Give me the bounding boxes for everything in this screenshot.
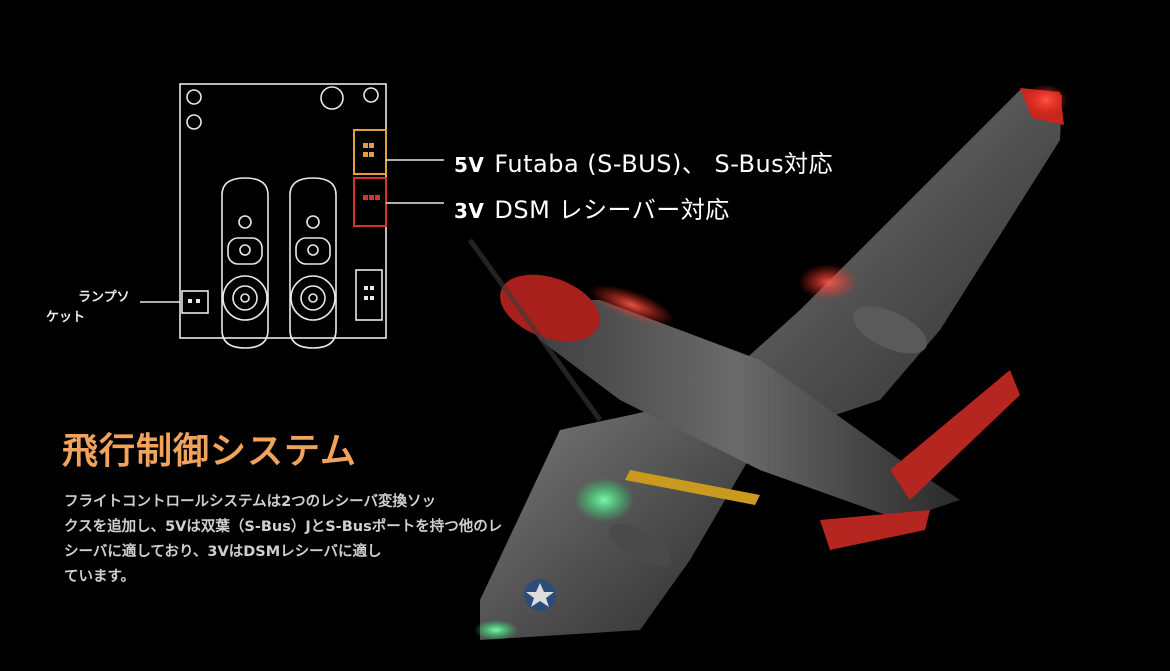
nose-cone xyxy=(500,274,600,342)
green-led-2 xyxy=(474,620,518,640)
upper-wing xyxy=(700,90,1062,440)
wing-led xyxy=(798,264,858,300)
socket-5v-text: Futaba (S-BUS)、 S-Bus対応 xyxy=(494,150,834,178)
mount-hole xyxy=(320,86,344,110)
volt-5v: 5V xyxy=(454,153,485,177)
mount-hole xyxy=(363,87,379,103)
tail-fin xyxy=(890,370,1020,500)
tail-plane xyxy=(820,510,930,550)
servo-left xyxy=(221,177,269,349)
description-line: シーバに適しており、3VはDSMレシーバに適し xyxy=(64,544,382,560)
socket-5v-pins xyxy=(363,143,374,157)
drop-tank xyxy=(852,306,928,354)
section-title: 飛行制御システム xyxy=(62,431,357,472)
description-line: クスを追加し、5Vは双葉（S-Bus）JとS-Busポートを持つ他のレ xyxy=(64,519,503,535)
wingtip-led xyxy=(1024,84,1068,116)
nose-led xyxy=(589,284,675,326)
socket-3v xyxy=(353,177,387,227)
section-description: フライトコントロールシステムは2つのレシーバ変換ソッ クスを追加し、5Vは双葉（… xyxy=(64,490,584,590)
description-line: フライトコントロールシステムは2つのレシーバ変換ソッ xyxy=(64,494,437,510)
fuselage xyxy=(510,300,960,520)
socket-lower-pins xyxy=(188,286,374,303)
drop-tank-2 xyxy=(608,523,672,567)
board-outline xyxy=(179,83,387,339)
socket-3v-text: DSM レシーバー対応 xyxy=(494,196,730,224)
socket-5v-label: 5V Futaba (S-BUS)、 S-Bus対応 xyxy=(454,144,833,179)
propeller xyxy=(467,238,603,422)
description-line: ています。 xyxy=(64,569,136,585)
mount-hole xyxy=(186,114,202,130)
lamp-socket-label-2: ケット xyxy=(46,310,86,325)
servo-right xyxy=(289,177,337,349)
socket-5v xyxy=(353,129,387,175)
green-led xyxy=(574,478,634,522)
lamp-socket xyxy=(181,290,209,314)
lower-wing xyxy=(480,400,760,640)
socket-3v-pins xyxy=(363,195,380,200)
volt-3v: 3V xyxy=(454,199,485,223)
socket-3v-label: 3V DSM レシーバー対応 xyxy=(454,190,730,225)
socket-lower xyxy=(355,269,383,321)
yellow-stripe xyxy=(625,470,760,505)
insignia-star xyxy=(526,583,554,607)
mount-hole xyxy=(186,89,202,105)
lamp-socket-label-1: ランプソ xyxy=(78,290,130,305)
